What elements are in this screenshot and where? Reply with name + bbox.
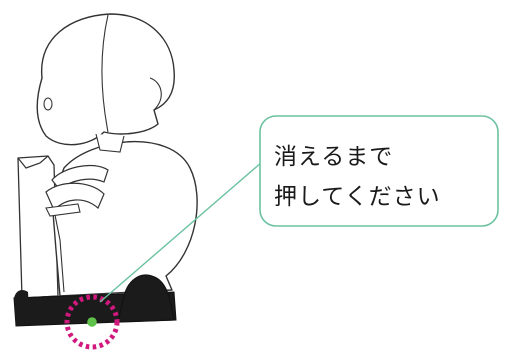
callout-text-line2: 押してください bbox=[274, 184, 441, 210]
robot-head bbox=[36, 13, 175, 146]
robot-hand bbox=[45, 203, 81, 217]
robot-body bbox=[51, 140, 198, 297]
robot-base-hump bbox=[117, 274, 175, 323]
robot-side-panel-notch bbox=[17, 155, 49, 169]
robot-neck bbox=[95, 133, 125, 153]
callout-box bbox=[259, 115, 499, 227]
robot-arm-lower bbox=[45, 182, 105, 212]
indicator-led bbox=[87, 317, 97, 327]
pointer-line bbox=[99, 161, 263, 303]
robot-side-panel bbox=[17, 155, 59, 299]
robot-ear bbox=[43, 97, 53, 111]
callout-text-line1: 消えるまで bbox=[274, 144, 394, 170]
highlight-ring bbox=[64, 294, 120, 350]
